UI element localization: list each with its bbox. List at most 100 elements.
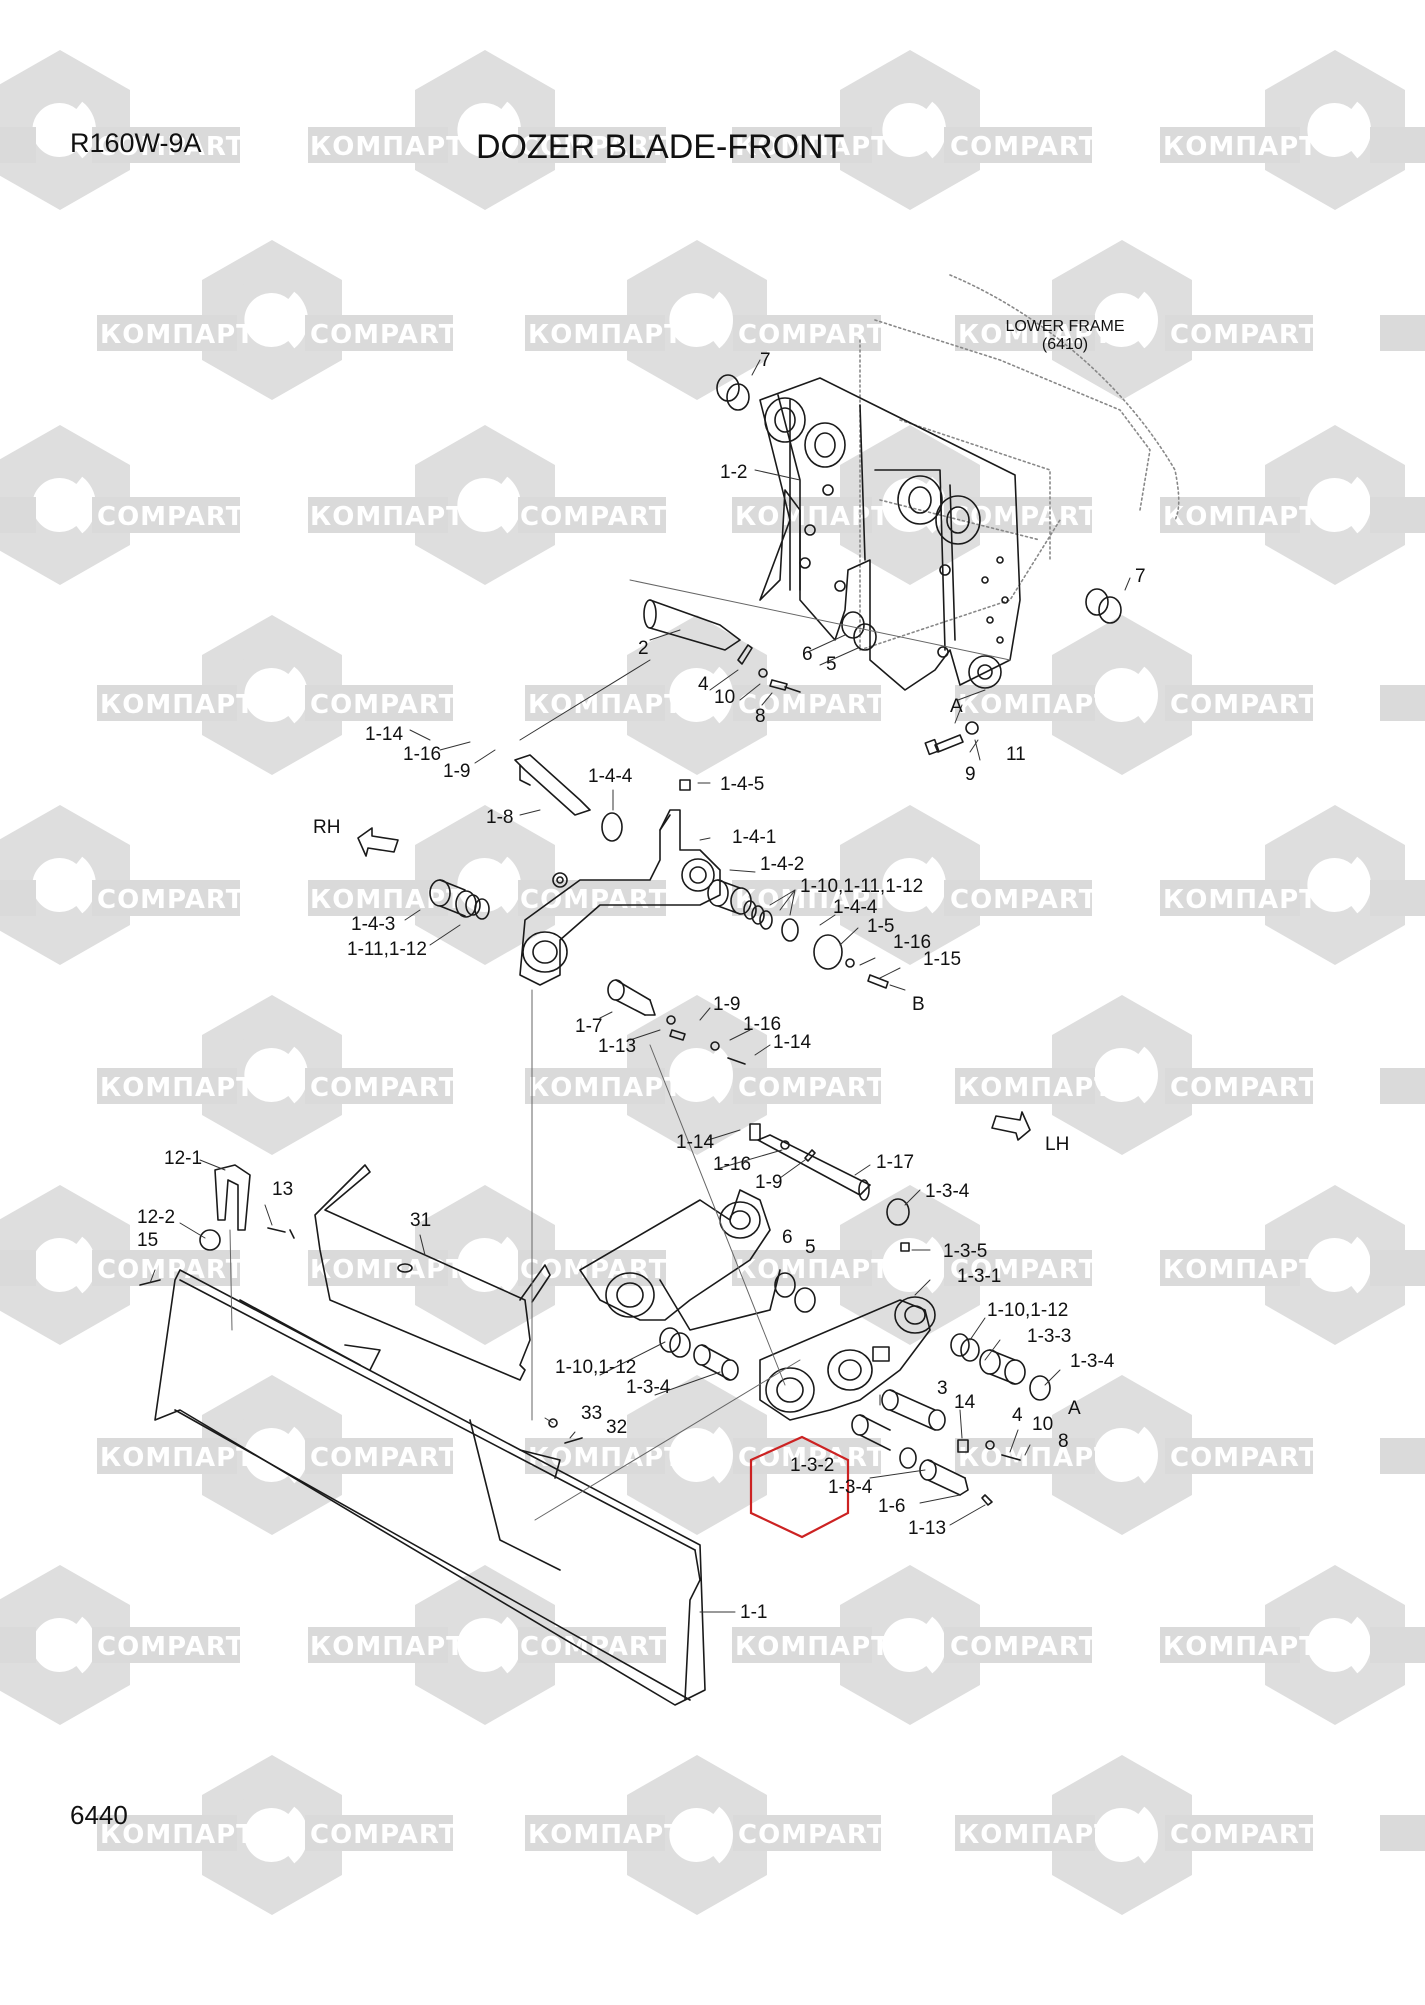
- label-31: 31: [410, 1210, 431, 1231]
- svg-text:COMPART: COMPART: [97, 1255, 244, 1285]
- svg-text:КОМПАРТ: КОМПАРТ: [100, 320, 255, 350]
- label-1-10-1-12-left: 1-10,1-12: [555, 1357, 636, 1378]
- label-1-5: 1-5: [867, 916, 894, 937]
- model-number: R160W-9A: [70, 128, 202, 158]
- label-1-13-mid: 1-13: [598, 1036, 636, 1057]
- label-a-top: A: [950, 696, 963, 717]
- svg-text:COMPART: COMPART: [310, 320, 457, 350]
- svg-text:COMPART: COMPART: [1170, 1443, 1317, 1473]
- pin-1-8: [514, 754, 591, 816]
- svg-text:КОМПАРТ: КОМПАРТ: [735, 885, 890, 915]
- svg-text:COMPART: COMPART: [738, 1073, 885, 1103]
- pin-1-6: [919, 1459, 993, 1506]
- label-1-16-top: 1-16: [403, 744, 441, 765]
- label-14: 14: [954, 1392, 976, 1413]
- svg-text:КОМПАРТ: КОМПАРТ: [1163, 885, 1318, 915]
- svg-text:КОМПАРТ: КОМПАРТ: [310, 502, 465, 532]
- dozer-blade: [154, 1269, 706, 1706]
- label-1-7: 1-7: [575, 1016, 602, 1037]
- watermark-pattern: КОМПАРТ COMPART КОМПАРТ COMPART КОМПАРТ COM…: [0, 50, 1425, 1915]
- label-1-3-2: 1-3-2: [790, 1455, 834, 1476]
- bushing-1-3-2: [851, 1414, 917, 1469]
- lower-frame-outline: [859, 274, 1180, 651]
- label-1-9-mid: 1-9: [713, 994, 740, 1015]
- label-rh: RH: [313, 817, 340, 838]
- label-5-top: 5: [826, 654, 837, 675]
- seal-1-4-4-top: [601, 812, 623, 842]
- svg-text:КОМПАРТ: КОМПАРТ: [528, 320, 683, 350]
- bushing-1-4-3: [429, 879, 490, 920]
- label-1-13-low: 1-13: [908, 1518, 946, 1539]
- svg-text:COMPART: COMPART: [738, 1820, 885, 1850]
- svg-text:COMPART: COMPART: [520, 132, 667, 162]
- label-32: 32: [606, 1417, 627, 1438]
- seals-1-10-left: [659, 1327, 739, 1381]
- svg-text:COMPART: COMPART: [97, 1632, 244, 1662]
- label-1-9-top: 1-9: [443, 761, 470, 782]
- svg-text:КОМПАРТ: КОМПАРТ: [735, 502, 890, 532]
- svg-text:КОМПАРТ: КОМПАРТ: [735, 1632, 890, 1662]
- svg-text:COMPART: COMPART: [520, 1255, 667, 1285]
- lh-arrow: [991, 1111, 1031, 1141]
- label-5-low: 5: [805, 1237, 816, 1258]
- label-3: 3: [937, 1378, 948, 1399]
- page-title: DOZER BLADE-FRONT: [476, 128, 845, 166]
- svg-text:КОМПАРТ: КОМПАРТ: [310, 132, 465, 162]
- label-8-low: 8: [1058, 1431, 1069, 1452]
- svg-text:КОМПАРТ: КОМПАРТ: [1163, 1632, 1318, 1662]
- label-9-right: 9: [965, 764, 976, 785]
- label-1-10-1-11-1-12: 1-10,1-11,1-12: [800, 876, 923, 897]
- svg-text:КОМПАРТ: КОМПАРТ: [100, 1443, 255, 1473]
- seal-7-right: [1085, 588, 1122, 624]
- svg-text:COMPART: COMPART: [950, 1255, 1097, 1285]
- label-lh: LH: [1045, 1134, 1069, 1155]
- label-1-4-3: 1-4-3: [351, 914, 395, 935]
- rh-arrow: [357, 827, 399, 857]
- grease-1-4-5: [679, 779, 691, 791]
- svg-text:КОМПАРТ: КОМПАРТ: [528, 1073, 683, 1103]
- bushing-1-4-2: [707, 879, 799, 942]
- svg-text:COMPART: COMPART: [97, 502, 244, 532]
- pin-2: [629, 579, 1011, 661]
- label-1-16-mid: 1-16: [893, 932, 931, 953]
- lower-frame-label: LOWER FRAME (6410): [990, 318, 1140, 354]
- svg-text:КОМПАРТ: КОМПАРТ: [528, 690, 683, 720]
- page-number: 6440: [70, 1800, 128, 1830]
- svg-text:COMPART: COMPART: [1170, 320, 1317, 350]
- lower-frame-label-name: LOWER FRAME: [1005, 318, 1125, 335]
- label-7-right: 7: [1135, 566, 1146, 587]
- svg-text:COMPART: COMPART: [738, 1443, 885, 1473]
- svg-text:COMPART: COMPART: [310, 1820, 457, 1850]
- label-7-top: 7: [760, 350, 771, 371]
- label-1-3-3: 1-3-3: [1027, 1326, 1071, 1347]
- svg-text:КОМПАРТ: КОМПАРТ: [310, 1255, 465, 1285]
- label-1-3-4-d: 1-3-4: [828, 1477, 873, 1498]
- label-1-3-5: 1-3-5: [943, 1241, 987, 1262]
- svg-text:КОМПАРТ: КОМПАРТ: [310, 1632, 465, 1662]
- callout-labels: 7 7 1-2 2 6 5 4 10 8 A 9 11 1-14 1-16 1-…: [137, 350, 1146, 1623]
- label-1-3-4-b: 1-3-4: [1070, 1351, 1115, 1372]
- label-1-16-mid2: 1-16: [743, 1014, 781, 1035]
- label-13: 13: [272, 1179, 293, 1200]
- svg-text:КОМПАРТ: КОМПАРТ: [1163, 132, 1318, 162]
- svg-text:КОМПАРТ: КОМПАРТ: [735, 132, 890, 162]
- pin-1-7: [607, 979, 746, 1065]
- link-1-4-1: [519, 809, 721, 986]
- svg-text:КОМПАРТ: КОМПАРТ: [735, 1255, 890, 1285]
- bolt-33-32: [548, 1418, 583, 1444]
- svg-text:COMPART: COMPART: [97, 132, 244, 162]
- svg-text:COMPART: COMPART: [950, 1632, 1097, 1662]
- svg-text:COMPART: COMPART: [520, 502, 667, 532]
- leader-lines: [149, 359, 1131, 1613]
- svg-text:COMPART: COMPART: [310, 690, 457, 720]
- label-1-4-2: 1-4-2: [760, 854, 804, 875]
- label-1-3-4-a: 1-3-4: [925, 1181, 970, 1202]
- label-10-top: 10: [714, 687, 735, 708]
- label-b: B: [912, 994, 925, 1015]
- label-1-4-4-left: 1-4-4: [588, 766, 633, 787]
- label-4-low: 4: [1012, 1405, 1023, 1426]
- svg-text:COMPART: COMPART: [738, 320, 885, 350]
- label-8-top: 8: [755, 706, 766, 727]
- label-10-low: 10: [1032, 1414, 1053, 1435]
